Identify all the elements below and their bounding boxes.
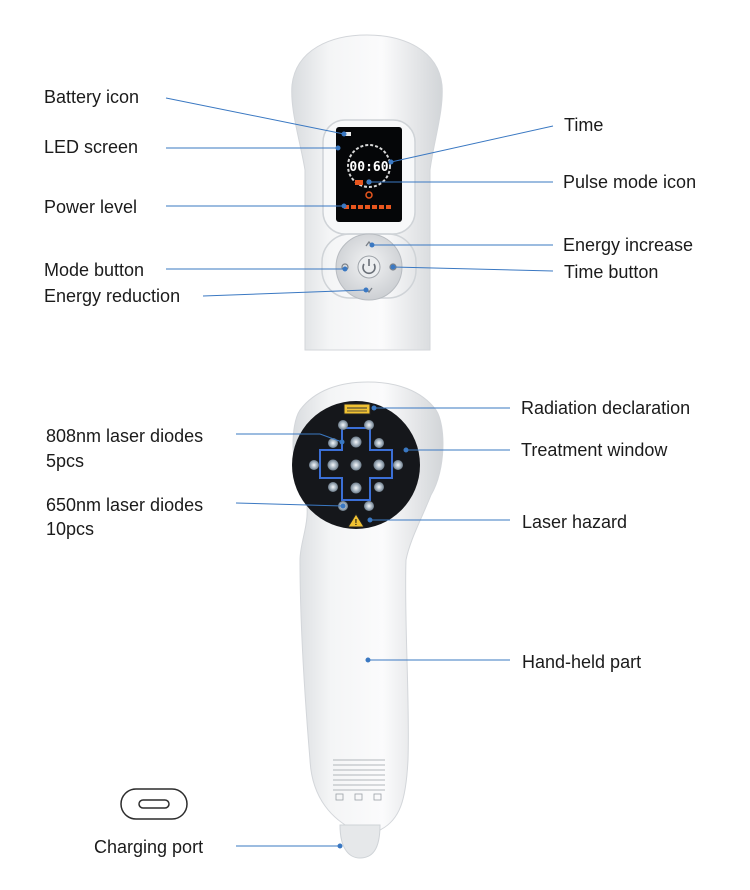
label-time: Time (564, 115, 604, 135)
led-screen (336, 127, 402, 222)
label-hand-held-part: Hand-held part (522, 652, 642, 672)
label-power-level: Power level (44, 197, 138, 217)
radiation-declaration-label (343, 403, 371, 415)
label-treatment-window: Treatment window (521, 440, 668, 460)
device-top-view: 00:60 (291, 34, 443, 351)
leader-lines (165, 97, 554, 849)
power-button[interactable] (357, 255, 381, 279)
diode-650 (364, 420, 374, 430)
label-laser-hazard: Laser hazard (522, 512, 628, 532)
diode-650 (393, 460, 403, 470)
label-radiation-declaration: Radiation declaration (521, 398, 691, 418)
label-led-screen: LED screen (44, 137, 139, 157)
label-time-button: Time button (564, 262, 659, 282)
diode-808 (373, 459, 385, 471)
808nm-cross-outline (319, 427, 393, 501)
power-symbol-icon (365, 191, 373, 199)
diode-650 (328, 482, 338, 492)
power-level-bar (344, 205, 391, 209)
label-charging-port: Charging port (94, 837, 204, 857)
diode-650 (374, 482, 384, 492)
label-pulse-mode-icon: Pulse mode icon (563, 172, 697, 192)
spec-plate (333, 759, 385, 801)
laser-hazard-icon (347, 513, 365, 528)
device-bottom-view: ! (292, 381, 444, 859)
label-650nm-diodes: 650nm laser diodes (46, 495, 204, 515)
label-energy-increase: Energy increase (563, 235, 694, 255)
svg-text:!: ! (355, 518, 358, 527)
diode-650 (374, 438, 384, 448)
diode-808 (350, 482, 362, 494)
label-mode-button: Mode button (44, 260, 145, 280)
diode-808 (327, 459, 339, 471)
diode-650 (338, 420, 348, 430)
label-battery-icon: Battery icon (44, 87, 140, 107)
mode-indicator (355, 180, 363, 185)
battery-icon (344, 132, 351, 136)
diode-650 (309, 460, 319, 470)
charging-port-end (339, 824, 381, 859)
charging-port-icon (120, 788, 188, 820)
label-650nm-count: 10pcs (46, 519, 95, 539)
power-icon (362, 263, 376, 275)
diode-808 (350, 459, 362, 471)
laser-diodes (309, 420, 403, 511)
diode-650 (364, 501, 374, 511)
label-808nm-count: 5pcs (46, 451, 85, 471)
time-readout: 00:60 (349, 160, 388, 175)
diode-808 (350, 436, 362, 448)
timer-ring (347, 144, 391, 188)
label-808nm-diodes: 808nm laser diodes (46, 426, 204, 446)
label-energy-reduction: Energy reduction (44, 286, 181, 306)
diode-650 (328, 438, 338, 448)
